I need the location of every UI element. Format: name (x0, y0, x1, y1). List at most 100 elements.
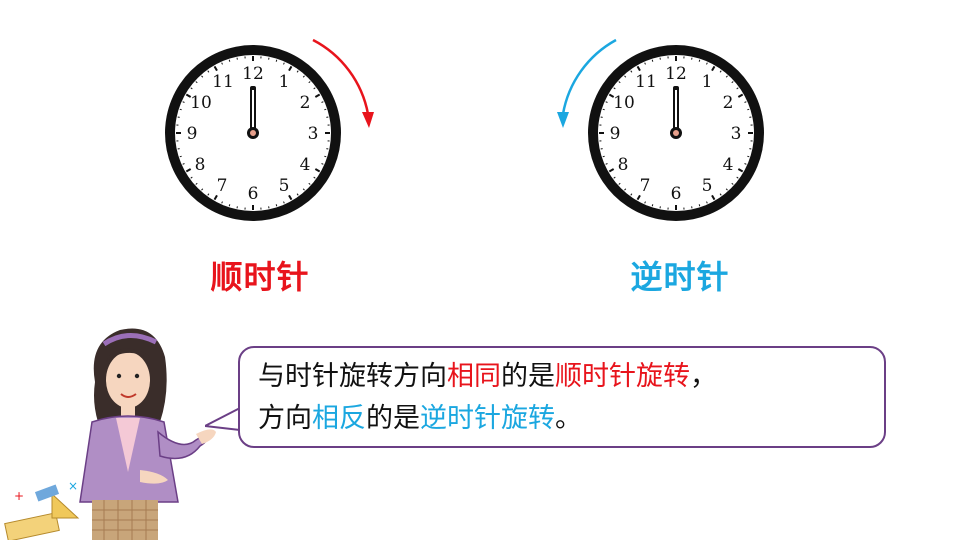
clock-number-8: 8 (195, 155, 206, 175)
clock-tick (182, 101, 185, 103)
clock-tick (698, 59, 701, 62)
clock-tick (624, 75, 627, 78)
clock-number-1: 1 (279, 72, 290, 92)
clock-tick (179, 108, 182, 111)
ruler-icon (4, 512, 60, 540)
clock-number-7: 7 (217, 176, 228, 196)
line1-text-b: 的是 (501, 361, 555, 392)
clock-tick (624, 188, 627, 191)
clock-number-8: 8 (618, 155, 629, 175)
clock-tick (228, 59, 231, 62)
clock-tick (618, 182, 621, 185)
clock-tick (698, 204, 701, 207)
clock-tick (288, 65, 293, 72)
clock-tick (605, 101, 608, 103)
line2-punctuation: 。 (555, 403, 582, 434)
clock-tick (296, 70, 299, 73)
clock-ticks (599, 56, 753, 210)
clock-tick (185, 168, 192, 173)
clock-number-7: 7 (640, 176, 651, 196)
clock-tick (314, 168, 321, 173)
clockwise-arrow-icon (312, 38, 370, 115)
clock-tick (283, 201, 285, 204)
clock-tick (719, 70, 722, 73)
clock-number-3: 3 (308, 124, 319, 144)
clock-number-4: 4 (723, 155, 734, 175)
clock-number-10: 10 (190, 93, 212, 113)
teacher-skirt-pattern-icon (92, 500, 158, 540)
line1-text-a: 与时针旋转方向 (258, 361, 447, 392)
clock-tick (630, 70, 633, 73)
teacher-lower-hand-icon (140, 470, 168, 484)
clock-center-dot (673, 130, 679, 136)
clock-tick (201, 75, 204, 78)
clock-tick (736, 176, 739, 179)
clock-minute-hand-highlight (675, 90, 677, 130)
clock-tick (321, 101, 324, 103)
clock-tick (283, 62, 285, 65)
clock-tick (608, 168, 615, 173)
clock-tick (725, 188, 728, 191)
clock-numbers: 12 1 2 3 4 5 6 7 8 9 10 11 (610, 64, 742, 204)
clock-center-dot (250, 130, 256, 136)
clock-tick (313, 87, 316, 90)
clock-tick (747, 108, 750, 111)
teacher-hand-icon (196, 429, 216, 444)
teacher-bangs-icon (106, 348, 150, 362)
clock-number-10: 10 (613, 93, 635, 113)
clock-tick (195, 81, 198, 84)
teacher-headband-icon (102, 333, 158, 347)
clock-number-11: 11 (212, 72, 234, 92)
speech-line-2: 方向相反的是逆时针旋转。 (258, 398, 717, 440)
clock-tick (711, 65, 716, 72)
clock-tick (207, 193, 210, 196)
clockwise-arrowhead-icon (362, 112, 374, 128)
clock-tick (630, 193, 633, 196)
clock-tick (737, 168, 744, 173)
clock-minute-hand-highlight (252, 90, 254, 130)
clock-tick (605, 163, 608, 165)
line2-counterclockwise-rotation: 逆时针旋转 (420, 403, 555, 434)
clock-tick (179, 155, 182, 158)
clock-tick (275, 204, 278, 207)
clock-tick (651, 59, 654, 62)
clock-tick (618, 81, 621, 84)
clock-tick (731, 81, 734, 84)
clock-tick (185, 93, 192, 98)
clock-tick (195, 182, 198, 185)
clock-tick (719, 193, 722, 196)
clock-numbers: 12 1 2 3 4 5 6 7 8 9 10 11 (187, 64, 319, 204)
clock-tick (711, 194, 716, 201)
clock-tick (744, 101, 747, 103)
clock-number-1: 1 (702, 72, 713, 92)
line2-text-a: 方向 (258, 403, 312, 434)
clock-tick (602, 155, 605, 158)
clock-tick (308, 81, 311, 84)
clock-tick (744, 163, 747, 165)
clock-tick (296, 193, 299, 196)
clock-tick (221, 62, 223, 65)
clock-tick (747, 155, 750, 158)
multiply-sign-icon: × (68, 479, 78, 493)
clock-tick (608, 93, 615, 98)
line1-same-direction: 相同 (447, 361, 501, 392)
line2-text-b: 的是 (366, 403, 420, 434)
clock-tick (288, 194, 293, 201)
counterclockwise-arrow-icon (561, 38, 617, 115)
clock-number-9: 9 (187, 124, 198, 144)
clock-number-3: 3 (731, 124, 742, 144)
clock-number-4: 4 (300, 155, 311, 175)
teacher-shirt-icon (116, 418, 140, 472)
clock-tick (644, 62, 646, 65)
clock-number-6: 6 (671, 184, 682, 204)
line1-punctuation: ， (690, 361, 717, 392)
clock-number-12: 12 (242, 64, 264, 84)
clock-number-2: 2 (300, 93, 311, 113)
teacher-mouth-icon (120, 393, 137, 398)
clock-tick (275, 59, 278, 62)
clock-tick (636, 194, 641, 201)
counterclockwise-arrowhead-icon (557, 112, 569, 128)
clock-number-2: 2 (723, 93, 734, 113)
clock-number-6: 6 (248, 184, 259, 204)
teacher-face-icon (106, 352, 150, 408)
